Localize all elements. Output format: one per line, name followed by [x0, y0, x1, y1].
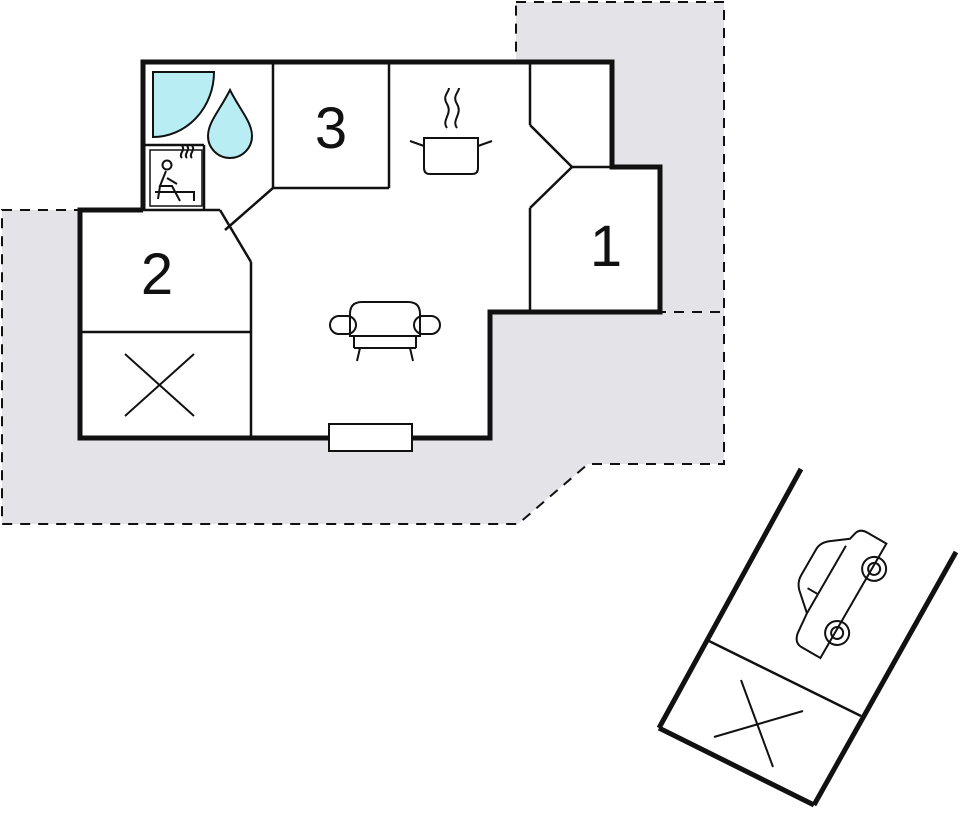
- sofa-icon: [329, 301, 441, 362]
- water-drop-icon: [206, 87, 254, 159]
- car-icon: [795, 529, 888, 660]
- cross-icon: [124, 353, 195, 417]
- room-1-label: 1: [590, 214, 622, 279]
- cooking-pot-icon: [409, 87, 493, 175]
- parking-cross-icon: [713, 679, 804, 768]
- parking-spot: [656, 467, 959, 808]
- outer-walls: [77, 59, 663, 441]
- window: [328, 423, 413, 452]
- sauna-icon: [149, 145, 203, 207]
- terrace-area-left: [1, 209, 725, 525]
- room-2-label: 2: [141, 242, 173, 307]
- room-3-label: 3: [315, 96, 347, 161]
- interior-walls: [80, 62, 612, 438]
- shower-icon: [152, 71, 216, 139]
